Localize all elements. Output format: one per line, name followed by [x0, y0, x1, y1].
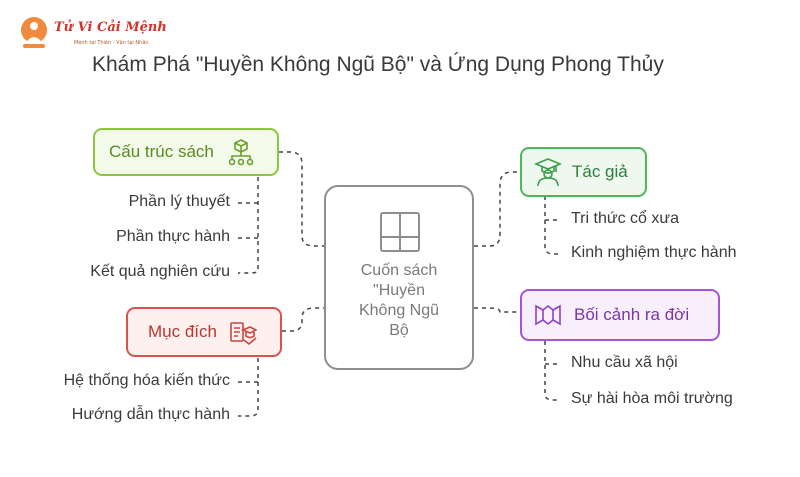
hierarchy-icon [228, 139, 254, 166]
book-open-icon [535, 304, 561, 326]
logo-tagline: Mệnh tại Thiên - Vận tại Nhân [74, 40, 149, 46]
connector-context-leaves [544, 341, 560, 401]
connector-purpose-center [282, 307, 324, 332]
book-layout-icon [380, 212, 420, 252]
graduate-icon [534, 158, 562, 187]
buddha-logo-icon [21, 17, 47, 48]
page-title: Khám Phá "Huyền Không Ngũ Bộ" và Ứng Dụn… [92, 53, 664, 76]
author-item-1: Tri thức cổ xưa [571, 210, 679, 227]
connector-purpose-leaves [238, 358, 259, 417]
structure-item-1: Phần lý thuyết [128, 193, 230, 210]
structure-item-2: Phần thực hành [116, 228, 230, 245]
node-context[interactable]: Bối cảnh ra đời [520, 289, 720, 341]
node-purpose[interactable]: Mục đích [126, 307, 282, 357]
purpose-item-2: Hướng dẫn thực hành [71, 406, 230, 423]
node-purpose-label: Mục đích [148, 322, 217, 341]
node-author[interactable]: Tác giả [520, 147, 647, 197]
education-icon [230, 322, 257, 346]
connector-author-leaves [544, 196, 560, 255]
node-structure[interactable]: Cấu trúc sách [93, 128, 279, 176]
node-structure-label: Cấu trúc sách [109, 142, 214, 161]
node-author-label: Tác giả [572, 162, 628, 181]
context-item-1: Nhu cầu xã hội [571, 354, 678, 371]
connector-center-context [474, 307, 520, 313]
center-label: Cuốn sách "Huyền Không Ngũ Bộ [358, 262, 440, 339]
purpose-item-1: Hệ thống hóa kiến thức [63, 372, 230, 389]
logo[interactable]: Tử Vi Cải Mệnh Mệnh tại Thiên - Vận tại … [18, 14, 198, 58]
connector-structure-leaves [238, 177, 259, 274]
connector-center-author [474, 171, 520, 247]
node-context-label: Bối cảnh ra đời [574, 305, 690, 324]
context-item-2: Sự hài hòa môi trường [571, 390, 733, 407]
connector-structure-center [279, 151, 324, 247]
center-node: Cuốn sách "Huyền Không Ngũ Bộ [324, 185, 474, 370]
structure-item-3: Kết quả nghiên cứu [90, 263, 230, 280]
logo-brand: Tử Vi Cải Mệnh [54, 20, 167, 35]
author-item-2: Kinh nghiệm thực hành [571, 244, 737, 261]
